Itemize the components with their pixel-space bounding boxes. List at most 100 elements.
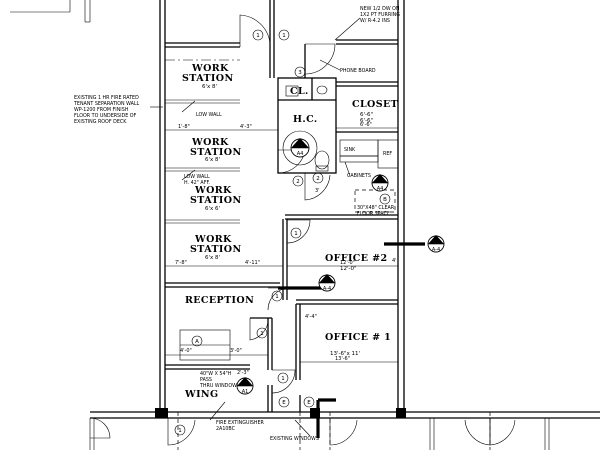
pass-thru-note: 40"W X 54"H [200,371,232,377]
dim: 6'-6" [360,122,372,128]
notes: EXISTING 1 HR FIRE RATED TENANT SEPARATI… [73,6,400,442]
doors [89,14,516,446]
section-mark-1: 2 A4 [290,138,310,158]
new-dw-note: 1X2 PT FURRING [360,12,400,18]
sink-note: SINK [344,147,356,153]
room-name: WORK [191,137,229,148]
section-mark-number: 1 [378,177,382,184]
door-tag: 2 [316,176,320,182]
door-tag: 1 [282,33,286,39]
section-mark-5: 1 A1 [236,377,254,395]
section-mark-sheet: A4 [297,151,304,157]
section-cut-lines [278,242,425,438]
fire-wall-note: EXISTING 1 HR FIRE RATED [74,95,139,101]
dim: 4'-11" [245,260,260,266]
equip-tag-a: A [195,339,199,345]
new-dw-note: NEW 1/2 DW ON [360,6,400,12]
fire-extinguisher-note: 2A10BC [216,426,236,432]
break-area-fixtures [339,139,399,213]
exterior-walls [89,0,600,450]
door-tag: 2 [296,179,300,185]
dim: 13'-6" [335,356,350,362]
door-tag: 1 [256,33,260,39]
new-dw-note: W/ R-4.2 INS [360,18,390,24]
column [396,408,406,418]
fire-extinguisher-note: FIRE EXTINGUISHER [216,420,265,426]
ref-note: REF [383,151,392,157]
door-tag: 1 [281,376,285,382]
dim: 12'-0" [340,260,355,266]
section-mark-sheet: A1 [242,389,249,395]
room-size: 6'x 8' [202,84,217,90]
door-tag: 1 [275,294,279,300]
equip-tag-b: B [383,197,387,203]
room-name: STATION [190,147,242,158]
door-tag: 1 [294,231,298,237]
fire-wall-note: FLOOR TO UNDERSIDE OF [74,113,137,119]
existing-windows-note: EXISTING WINDOWS [270,436,319,442]
room-name-closet: CLOSET [352,99,398,110]
neighbor-unit-fragment [10,0,91,23]
room-size: 6'-6" [360,118,373,124]
room-name-wing: WING [184,389,219,400]
dim: 1'-8" [178,124,190,130]
room-name-reception: RECEPTION [185,295,254,306]
door-tag: 1 [178,428,182,434]
door-tag: 1 [260,331,264,337]
section-mark-number: 2 [298,142,302,149]
equip-tag-e: E [282,400,286,406]
section-mark-sheet: A4 [377,186,384,192]
section-mark-number: 2 [434,238,438,245]
toilet-fixtures [282,85,330,172]
fire-wall-note: TENANT SEPARATION WALL [73,101,140,107]
dim: 7'-8" [175,260,187,266]
dim: 4'-3" [240,124,252,130]
column [310,408,320,418]
room-name: WORK [194,185,232,196]
room-size: 13'-6"x 11' [330,351,360,357]
room-labels: WORK STATION 6'x 8' WORK STATION 6'x 8' … [182,63,398,400]
leader-lines [150,17,361,437]
dim: 3' [315,188,320,194]
section-mark-3: 2 A-4 [427,235,445,253]
room-name-hc: H.C. [293,114,318,125]
floor-space-note: 30"X48" CLEAR [357,205,395,211]
equipment-tags: A B E E [191,193,391,408]
cabinets-note: CABINETS [347,173,371,179]
pass-thru-note: THRU WINDOW [199,383,237,389]
floor-space-note: FLOOR SPACE [357,211,390,217]
room-name-cl: CL. [290,86,309,97]
fire-wall-note: EXISTING ROOF DECK [74,119,127,125]
low-wall-42-note: H. 42" AFF. [184,180,210,186]
low-wall-42-note: LOW WALL [184,174,210,180]
dim: 3'-0" [230,348,242,354]
room-name: STATION [190,195,242,206]
reception-desk [179,329,231,361]
section-mark-4: 1 A-4 [318,274,336,292]
column [155,408,168,418]
room-size: 6'x 6' [205,206,220,212]
equip-tag-e: E [307,400,311,406]
section-mark-sheet: A-4 [323,286,331,292]
room-name-office2: OFFICE #2 [325,253,388,264]
room-name: STATION [190,244,242,255]
room-name: STATION [182,73,234,84]
room-size: 12'-0" [340,266,357,272]
section-mark-number: 1 [325,277,329,284]
section-mark-2: 1 A4 [371,174,389,192]
dim: 4' [392,258,397,264]
room-name: WORK [191,63,229,74]
dim: 2'-3" [237,370,249,376]
dimension-lines [165,59,398,363]
door-tags: 1 1 3 2 2 1 1 1 1 1 [174,29,324,436]
dimension-text: 1'-8" 4'-3" 7'-8" 4'-11" 12'-0" 4'-0" 3'… [175,122,397,376]
phone-board-note: PHONE BOARD [340,68,376,74]
room-size: 6'x 8' [205,157,220,163]
section-mark-number: 1 [243,380,247,387]
pass-thru-note: PASS [200,377,212,383]
fire-wall-note: WP-1200 FROM FINISH [74,107,129,113]
room-name-office1: OFFICE # 1 [325,332,391,343]
room-size: 6'-6" [360,112,373,118]
room-size: 6'x 8' [205,255,220,261]
dim: 4'-4" [305,314,317,320]
